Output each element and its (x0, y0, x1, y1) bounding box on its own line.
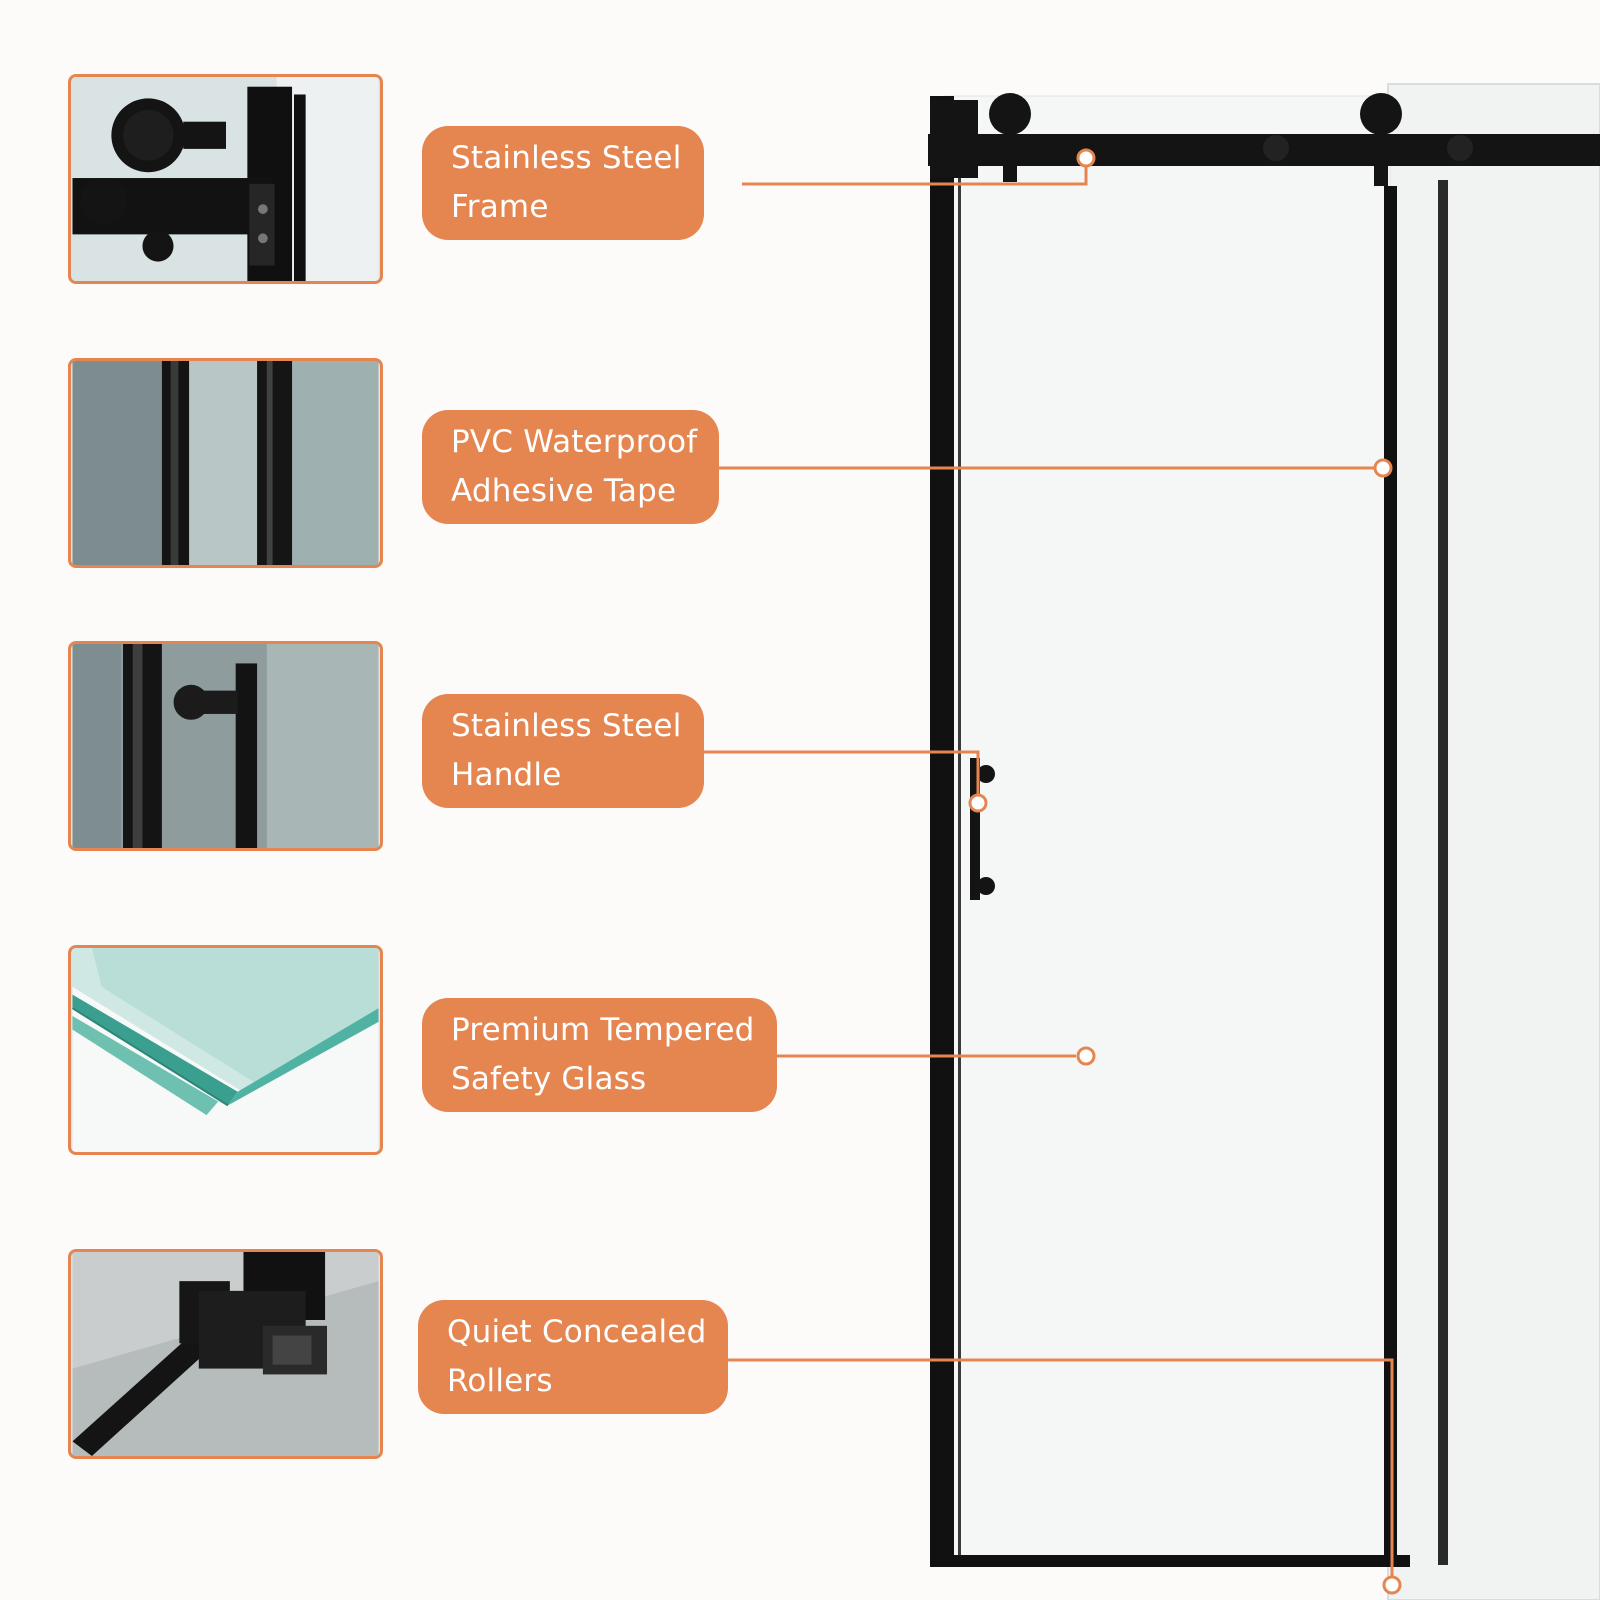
feature-label-line1: Stainless Steel (451, 140, 682, 176)
callout-dot-handle (968, 793, 988, 813)
roller-wheel-right (1360, 93, 1402, 135)
feature-label-tape: PVC Waterproof Adhesive Tape (422, 410, 720, 524)
connector-line-rollers (724, 1358, 1394, 1577)
glass-panels-icon (71, 948, 379, 1152)
roller-stem-left (1003, 160, 1017, 182)
feature-label-line1: PVC Waterproof (451, 424, 698, 460)
handle-mount-bottom (977, 877, 995, 895)
bottom-guide-icon (72, 1252, 379, 1456)
feature-label-line2: Adhesive Tape (451, 473, 677, 509)
callout-dot-frame (1076, 148, 1096, 168)
feature-label-line2: Rollers (447, 1363, 553, 1399)
feature-label-line1: Premium Tempered (451, 1012, 755, 1048)
fixed-panel-frame-strip (1438, 180, 1448, 1565)
feature-label-line2: Safety Glass (451, 1061, 647, 1097)
thumbnail-glass (68, 945, 383, 1155)
connector-line-handle (686, 750, 980, 803)
roller-hardware-icon (72, 77, 379, 281)
door-glass-panel (944, 95, 1391, 1562)
thumbnail-handle (68, 641, 383, 851)
door-frame-right (1384, 186, 1397, 1566)
thumbnail-frame (68, 74, 383, 284)
door-handle-icon (72, 644, 379, 848)
feature-label-line2: Handle (451, 757, 562, 793)
feature-label-glass: Premium Tempered Safety Glass (422, 998, 777, 1112)
roller-stem-right (1374, 160, 1388, 186)
callout-dot-glass (1076, 1046, 1096, 1066)
callout-dot-tape (1373, 458, 1393, 478)
rail-stopper-2 (1447, 135, 1473, 161)
feature-label-frame: Stainless Steel Frame (422, 126, 704, 240)
door-frame-inner (958, 160, 961, 1555)
thumbnail-rollers (68, 1249, 383, 1459)
feature-label-line1: Stainless Steel (451, 708, 682, 744)
callout-dot-rollers (1382, 1575, 1402, 1595)
rail-bracket (930, 100, 978, 178)
seal-strip-icon (72, 361, 379, 565)
door-frame-bottom (930, 1555, 1410, 1567)
rail-stopper (1263, 135, 1289, 161)
feature-label-rollers: Quiet Concealed Rollers (418, 1300, 729, 1414)
feature-label-line2: Frame (451, 189, 549, 225)
door-handle-bar (970, 758, 980, 900)
feature-label-handle: Stainless Steel Handle (422, 694, 704, 808)
fixed-glass-panel (1387, 83, 1600, 1600)
handle-mount-top (977, 765, 995, 783)
thumbnail-tape (68, 358, 383, 568)
door-frame-left (930, 96, 954, 1566)
feature-label-line1: Quiet Concealed (447, 1314, 707, 1350)
roller-wheel-left (989, 93, 1031, 135)
